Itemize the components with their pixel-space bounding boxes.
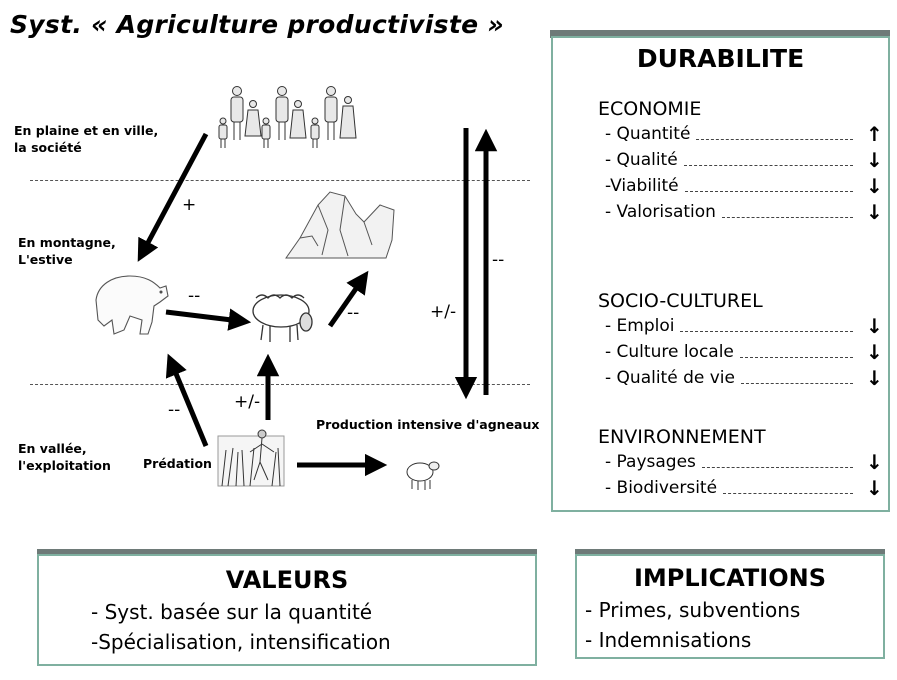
arrow-down-icon: ↓ bbox=[866, 200, 883, 224]
indicator-label: - Qualité bbox=[605, 150, 678, 170]
implications-line-1: - Primes, subventions bbox=[585, 598, 801, 622]
valeurs-box: VALEURS - Syst. basée sur la quantité -S… bbox=[37, 554, 537, 666]
durabilite-box-shadow bbox=[550, 30, 890, 38]
sheep-icon bbox=[252, 294, 313, 342]
implications-title: IMPLICATIONS bbox=[633, 564, 827, 592]
arrow-down-icon: ↓ bbox=[866, 366, 883, 390]
arrow-society-to-bear bbox=[137, 132, 209, 262]
valeurs-box-shadow bbox=[37, 549, 537, 556]
arrow-down-icon: ↓ bbox=[866, 476, 883, 500]
indicator-label: - Biodiversité bbox=[605, 478, 718, 498]
society-people-icon bbox=[218, 86, 357, 148]
dashed-leader bbox=[684, 165, 853, 166]
zone-separator-bottom bbox=[30, 384, 530, 385]
zone-separator-top bbox=[30, 180, 530, 181]
production-label: Production intensive d'agneaux bbox=[316, 417, 540, 432]
dashed-leader bbox=[740, 357, 853, 358]
arrow-predation-to-bear bbox=[165, 353, 209, 447]
section-heading: ENVIRONNEMENT bbox=[598, 426, 766, 448]
dashed-leader bbox=[680, 331, 853, 332]
sign-farmer: +/- bbox=[234, 392, 261, 412]
arrow-down-icon: ↓ bbox=[866, 174, 883, 198]
page-title: Syst. « Agriculture productiviste » bbox=[10, 10, 504, 39]
arrow-down-icon: ↓ bbox=[866, 314, 883, 338]
dashed-leader bbox=[723, 493, 853, 494]
sign-predation: -- bbox=[168, 400, 181, 420]
arrow-down-icon: ↓ bbox=[866, 450, 883, 474]
lamb-icon bbox=[406, 461, 440, 490]
bear-icon bbox=[95, 275, 169, 335]
arrow-down-icon: ↓ bbox=[866, 148, 883, 172]
indicator-label: - Valorisation bbox=[605, 202, 716, 222]
zone-label-plaine: En plaine et en ville, la société bbox=[14, 123, 159, 155]
arrow-sheep-to-mountain bbox=[327, 270, 369, 328]
implications-box-shadow bbox=[575, 549, 885, 556]
zone-label-vallee: En vallée, l'exploitation bbox=[18, 441, 111, 473]
indicator-label: -Viabilité bbox=[605, 176, 679, 196]
arrow-bear-to-sheep bbox=[165, 308, 252, 331]
section-heading: SOCIO-CULTUREL bbox=[598, 290, 763, 312]
indicator-label: - Qualité de vie bbox=[605, 368, 735, 388]
farmer-icon bbox=[217, 429, 285, 487]
durabilite-box: DURABILITE ECONOMIE - Quantité ↑ - Qualité ↓… bbox=[551, 36, 890, 512]
indicator-label: - Emploi bbox=[605, 316, 675, 336]
implications-box: IMPLICATIONS - Primes, subventions - Ind… bbox=[575, 554, 885, 659]
arrow-up-icon: ↑ bbox=[866, 122, 883, 146]
durabilite-title: DURABILITE bbox=[636, 44, 805, 73]
valeurs-line-2: -Spécialisation, intensification bbox=[91, 630, 391, 654]
dashed-leader bbox=[685, 191, 853, 192]
sign-sheep-mountain: -- bbox=[347, 303, 360, 323]
sign-vertical-minus: -- bbox=[492, 250, 505, 270]
dashed-leader bbox=[722, 217, 853, 218]
indicator-label: - Culture locale bbox=[605, 342, 734, 362]
predation-label: Prédation bbox=[143, 456, 212, 471]
arrow-down-icon: ↓ bbox=[866, 340, 883, 364]
valeurs-title: VALEURS bbox=[225, 566, 349, 594]
implications-line-2: - Indemnisations bbox=[585, 628, 752, 652]
dashed-leader bbox=[741, 383, 853, 384]
zone-label-montagne: En montagne, L'estive bbox=[18, 235, 116, 267]
valeurs-line-1: - Syst. basée sur la quantité bbox=[91, 600, 373, 624]
sign-bear-sheep: -- bbox=[188, 286, 201, 306]
mountain-icon bbox=[285, 191, 395, 259]
sign-plus: + bbox=[182, 195, 197, 215]
indicator-label: - Quantité bbox=[605, 124, 691, 144]
sign-vertical-plusminus: +/- bbox=[430, 302, 457, 322]
indicator-label: - Paysages bbox=[605, 452, 696, 472]
dashed-leader bbox=[696, 139, 853, 140]
section-heading: ECONOMIE bbox=[598, 98, 702, 120]
dashed-leader bbox=[702, 467, 853, 468]
